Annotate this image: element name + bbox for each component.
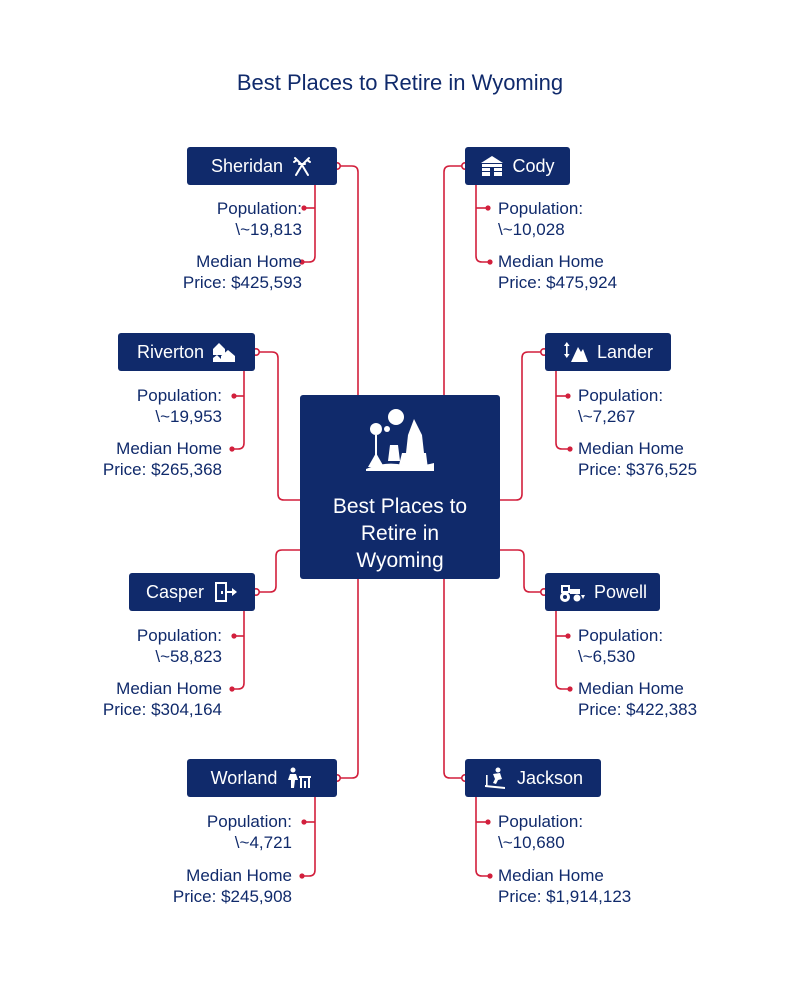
population-label: Population: xyxy=(498,812,584,831)
city-name: Riverton xyxy=(136,341,205,362)
deer-antlers-icon xyxy=(293,157,312,176)
price-label: Median Home xyxy=(498,866,604,885)
population-label: Population: xyxy=(216,199,302,218)
price-value: Price: $245,908 xyxy=(172,887,292,906)
population-value: \~58,823 xyxy=(155,647,222,666)
population-jackson: Population: \~10,680 xyxy=(498,811,583,853)
city-name: Powell xyxy=(593,581,648,602)
population-worland: Population: \~4,721 xyxy=(207,811,292,853)
city-chip-casper: Casper xyxy=(129,573,255,611)
city-name: Cody xyxy=(512,155,555,176)
price-lander: Median Home Price: $376,525 xyxy=(578,438,697,480)
center-node: Best Places to Retire in Wyoming xyxy=(300,395,500,579)
population-value: \~10,028 xyxy=(498,220,565,239)
city-chip-powell: Powell xyxy=(545,573,660,611)
price-label: Median Home xyxy=(116,679,222,698)
center-title: Best Places to Retire in Wyoming xyxy=(332,495,468,572)
population-label: Population: xyxy=(136,626,222,645)
houses-icon xyxy=(213,343,236,362)
price-label: Median Home xyxy=(578,679,684,698)
mountain-climb-icon xyxy=(563,342,588,362)
price-sheridan: Median Home Price: $425,593 xyxy=(183,251,302,293)
price-value: Price: $1,914,123 xyxy=(498,887,632,906)
city-name: Casper xyxy=(145,581,205,602)
city-chip-worland: Worland xyxy=(187,759,337,797)
population-label: Population: xyxy=(136,386,222,405)
population-cody: Population: \~10,028 xyxy=(498,198,583,240)
population-sheridan: Population: \~19,813 xyxy=(217,198,302,240)
population-value: \~4,721 xyxy=(234,833,292,852)
city-chip-jackson: Jackson xyxy=(465,759,601,797)
door-exit-icon xyxy=(215,582,238,602)
price-value: Price: $304,164 xyxy=(102,700,222,719)
city-name: Sheridan xyxy=(210,155,284,176)
population-label: Population: xyxy=(578,626,664,645)
skier-icon xyxy=(484,767,505,789)
population-powell: Population: \~6,530 xyxy=(578,625,663,667)
farmer-icon xyxy=(288,767,312,788)
price-value: Price: $422,383 xyxy=(578,700,698,719)
price-label: Median Home xyxy=(186,866,292,885)
price-value: Price: $475,924 xyxy=(498,273,618,292)
price-casper: Median Home Price: $304,164 xyxy=(103,678,222,720)
population-value: \~19,953 xyxy=(155,407,222,426)
city-name: Jackson xyxy=(516,767,584,788)
price-value: Price: $376,525 xyxy=(578,460,698,479)
price-worland: Median Home Price: $245,908 xyxy=(173,865,292,907)
city-chip-cody: Cody xyxy=(465,147,570,185)
population-value: \~19,813 xyxy=(235,220,302,239)
log-cabin-icon xyxy=(481,156,504,176)
population-value: \~7,267 xyxy=(578,407,636,426)
city-name: Lander xyxy=(596,341,654,362)
city-name: Worland xyxy=(210,767,278,788)
population-label: Population: xyxy=(578,386,664,405)
price-cody: Median Home Price: $475,924 xyxy=(498,251,617,293)
landscape-icon xyxy=(366,409,434,471)
population-value: \~10,680 xyxy=(498,833,565,852)
population-lander: Population: \~7,267 xyxy=(578,385,663,427)
price-label: Median Home xyxy=(196,252,302,271)
population-label: Population: xyxy=(206,812,292,831)
price-label: Median Home xyxy=(498,252,604,271)
price-label: Median Home xyxy=(116,439,222,458)
price-riverton: Median Home Price: $265,368 xyxy=(103,438,222,480)
price-label: Median Home xyxy=(578,439,684,458)
price-powell: Median Home Price: $422,383 xyxy=(578,678,697,720)
tractor-icon xyxy=(559,585,585,602)
city-chip-riverton: Riverton xyxy=(118,333,255,371)
population-riverton: Population: \~19,953 xyxy=(137,385,222,427)
price-jackson: Median Home Price: $1,914,123 xyxy=(498,865,631,907)
price-value: Price: $265,368 xyxy=(102,460,222,479)
price-value: Price: $425,593 xyxy=(182,273,302,292)
page-title: Best Places to Retire in Wyoming xyxy=(236,70,564,95)
population-label: Population: xyxy=(498,199,584,218)
population-casper: Population: \~58,823 xyxy=(137,625,222,667)
population-value: \~6,530 xyxy=(578,647,636,666)
city-chip-lander: Lander xyxy=(545,333,671,371)
city-chip-sheridan: Sheridan xyxy=(187,147,337,185)
